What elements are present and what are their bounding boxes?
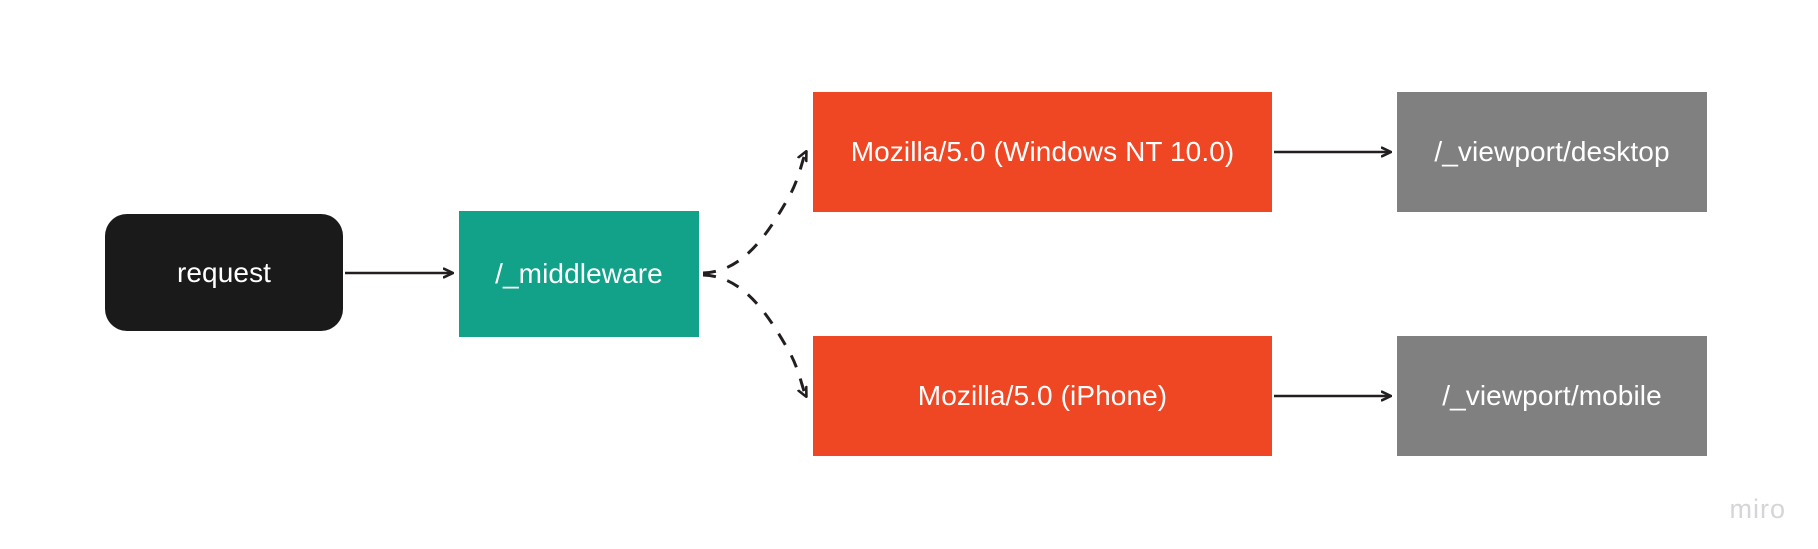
node-user-agent-desktop[interactable]: Mozilla/5.0 (Windows NT 10.0)	[813, 92, 1272, 212]
edge-middleware-to-ua-mobile	[702, 273, 806, 396]
edge-middleware-to-ua-desktop	[702, 152, 806, 275]
node-request-label: request	[176, 256, 272, 288]
node-viewport-desktop[interactable]: /_viewport/desktop	[1397, 92, 1707, 212]
node-request[interactable]: request	[105, 214, 343, 331]
miro-watermark: miro	[1729, 494, 1786, 524]
node-viewport-mobile-label: /_viewport/mobile	[1442, 380, 1662, 412]
node-middleware[interactable]: /_middleware	[459, 211, 699, 337]
node-user-agent-mobile-label: Mozilla/5.0 (iPhone)	[917, 380, 1168, 412]
node-viewport-desktop-label: /_viewport/desktop	[1434, 136, 1670, 168]
node-middleware-label: /_middleware	[495, 258, 663, 290]
node-user-agent-desktop-label: Mozilla/5.0 (Windows NT 10.0)	[850, 136, 1235, 168]
node-viewport-mobile[interactable]: /_viewport/mobile	[1397, 336, 1707, 456]
node-user-agent-mobile[interactable]: Mozilla/5.0 (iPhone)	[813, 336, 1272, 456]
